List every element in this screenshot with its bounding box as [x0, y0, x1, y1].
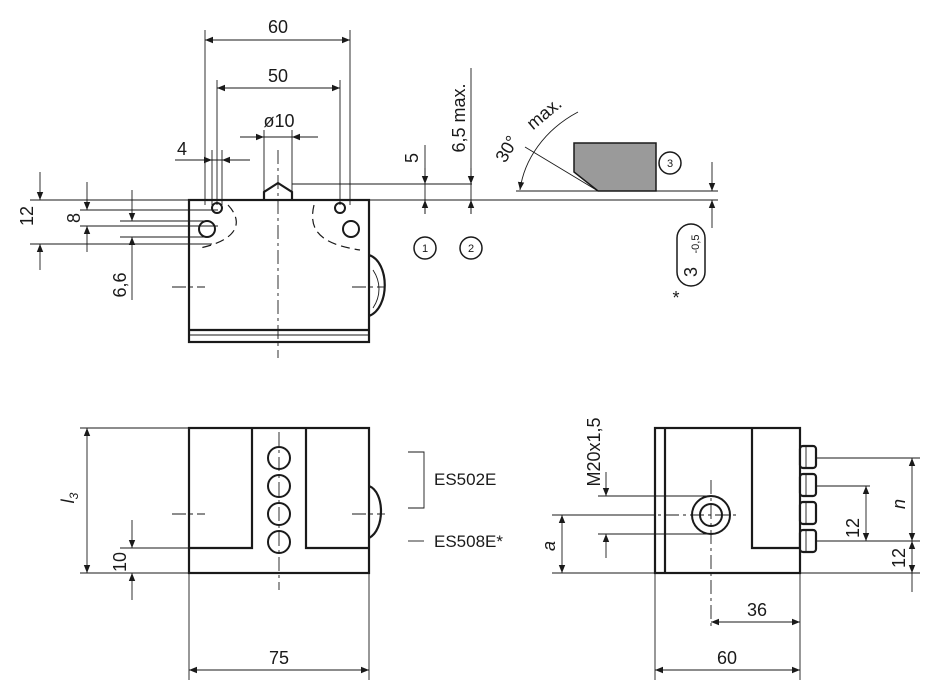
- dim-60-side: 60: [717, 648, 737, 668]
- dim-5: 5: [402, 153, 422, 163]
- dim-n: n: [889, 499, 909, 509]
- front-view: ES502E ES508E* l3 10 75: [58, 426, 503, 680]
- connector-3: [798, 500, 818, 526]
- dim-l3: l3: [58, 492, 81, 503]
- dim-8: 8: [64, 213, 84, 223]
- dim-12-left: 12: [17, 206, 37, 226]
- tolerance-star: *: [672, 288, 679, 308]
- variant-es508e: ES508E*: [434, 532, 503, 551]
- connector-4: [798, 528, 818, 554]
- angle-max: max.: [523, 93, 566, 133]
- mounting-hole-left: [198, 220, 216, 238]
- dim-36: 36: [747, 600, 767, 620]
- dim-60-top: 60: [268, 17, 288, 37]
- side-knob: [368, 253, 386, 318]
- marker-2: 2: [468, 243, 474, 255]
- marker-3: 3: [667, 158, 673, 170]
- side-view-body: [653, 426, 802, 575]
- dim-6-6: 6,6: [110, 272, 130, 297]
- angle-30: 30°: [491, 132, 522, 166]
- variant-es502e: ES502E: [434, 470, 496, 489]
- top-view: 60 50 ø10 4 5 1 6,5 max. 2: [17, 17, 718, 358]
- tolerance-3: 3: [681, 267, 701, 277]
- dim-thread: M20x1,5: [584, 417, 604, 486]
- dim-75: 75: [269, 648, 289, 668]
- tolerance-sub: -0,5: [690, 235, 702, 254]
- side-view: M20x1,5 a n 12 12 36 60: [539, 417, 920, 680]
- connector-2: [798, 472, 818, 498]
- dim-a: a: [539, 541, 559, 551]
- top-view-body: [187, 198, 371, 344]
- dim-diameter-10: ø10: [263, 111, 294, 131]
- marker-1: 1: [422, 243, 428, 255]
- dim-50: 50: [268, 66, 288, 86]
- dim-6-5-max: 6,5 max.: [449, 83, 469, 152]
- mounting-hole-right: [342, 220, 360, 238]
- dim-10: 10: [110, 552, 130, 572]
- dim-12-connector-spacing: 12: [843, 518, 863, 538]
- dim-4: 4: [177, 139, 187, 159]
- dim-12-bottom: 12: [889, 548, 909, 568]
- connector-1: [798, 444, 818, 470]
